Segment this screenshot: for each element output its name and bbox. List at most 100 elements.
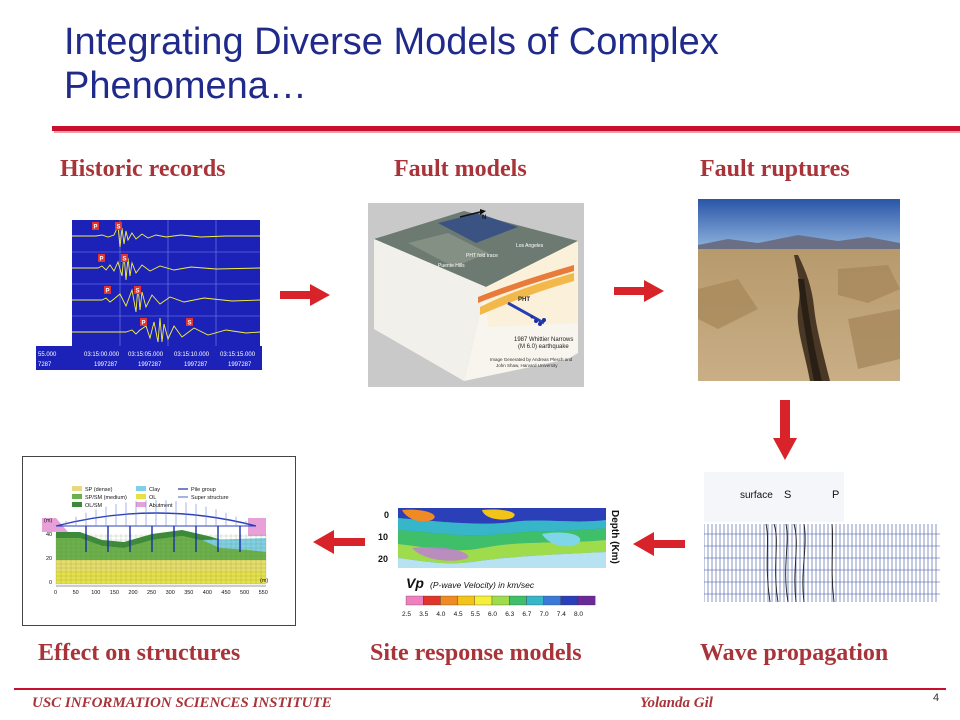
velocity-model-image: 0 10 20 Depth (Km) Vp (P-wave Velocity) …	[372, 504, 628, 626]
scale-label: 8.0	[574, 611, 583, 618]
station-label: FRD HHZ	[38, 297, 67, 304]
footer-divider	[14, 688, 946, 690]
x-tick: 150	[110, 590, 119, 596]
scale-swatch	[474, 595, 493, 606]
svg-text:S: S	[136, 289, 140, 295]
depth-tick: 10	[378, 532, 388, 542]
structure-effect-image: SP (dense) SP/SM (medium) OL/SM Clay OL …	[22, 456, 296, 626]
x-tick: 550	[259, 590, 268, 596]
scale-swatch	[526, 595, 544, 606]
x-tick: 500	[240, 590, 249, 596]
station-label: RDM HHZ	[38, 329, 68, 336]
station-label: LVAZ HHZ	[38, 265, 68, 272]
bridge-superstructure	[55, 500, 257, 552]
velocity-color-scale	[405, 595, 596, 606]
page-number: 4	[933, 692, 940, 704]
photo-mountains	[698, 235, 900, 251]
x-tick: 200	[128, 590, 137, 596]
svg-text:(m): (m)	[44, 518, 52, 524]
label-historic-records: Historic records	[60, 156, 226, 182]
slide-title: Integrating Diverse Models of Complex Ph…	[64, 20, 924, 108]
x-tick: 0	[54, 590, 57, 596]
svg-text:S: S	[188, 321, 192, 327]
scale-label: 6.3	[505, 611, 514, 618]
fault-label-magnitude: (M 6.0) earthquake	[518, 344, 569, 350]
scale-label: 2.5	[402, 611, 411, 618]
fault-plane-line	[507, 301, 545, 325]
scale-label: 7.4	[557, 611, 566, 618]
svg-text:OL: OL	[149, 495, 156, 501]
velocity-caption-text: (P-wave Velocity) in km/sec	[430, 580, 535, 590]
title-divider	[52, 126, 960, 131]
scale-swatch	[509, 595, 527, 606]
scale-swatch	[560, 595, 579, 606]
seismogram-trace	[72, 224, 260, 248]
arrow-down-icon	[773, 400, 797, 460]
label-fault-ruptures: Fault ruptures	[700, 156, 850, 182]
arrow-right-icon	[280, 284, 330, 306]
wave-labels: surface S P	[740, 489, 839, 501]
x-tick: 100	[91, 590, 100, 596]
svg-text:0: 0	[49, 580, 52, 586]
seismogram-station-labels: TRO EHZ LVAZ HHZ FRD HHZ RDM HHZ	[38, 233, 68, 336]
label-site-response: Site response models	[370, 640, 582, 666]
svg-text:1997287: 1997287	[228, 362, 252, 368]
scale-swatch	[543, 595, 561, 606]
label-wave-propagation: Wave propagation	[700, 640, 889, 666]
wave-trace-grid	[704, 533, 940, 595]
svg-text:1997287: 1997287	[184, 362, 208, 368]
label-fault-models: Fault models	[394, 156, 527, 182]
svg-text:1997287: 1997287	[138, 362, 162, 368]
svg-text:7287: 7287	[38, 362, 52, 368]
svg-text:1997287: 1997287	[94, 362, 118, 368]
svg-text:P: P	[142, 321, 146, 327]
depth-axis-label: Depth (Km)	[609, 510, 620, 564]
wave-propagation-image: surface S P	[704, 472, 944, 604]
svg-text:John Shaw, Harvard University: John Shaw, Harvard University	[496, 363, 558, 368]
svg-text:03:15:05.000: 03:15:05.000	[128, 352, 164, 358]
arrow-left-icon	[313, 530, 365, 554]
svg-text:P: P	[94, 225, 98, 231]
arrow-left-icon	[633, 532, 685, 556]
svg-text:P: P	[106, 289, 110, 295]
wave-label-surface: surface	[740, 490, 773, 501]
arrow-right-icon	[614, 280, 664, 302]
scale-label: 6.7	[522, 611, 531, 618]
svg-text:03:15:15.000: 03:15:15.000	[220, 352, 256, 358]
fault-block-labels: PHT fold trace Puente Hills Los Angeles	[438, 243, 544, 269]
title-divider-shadow	[54, 131, 960, 133]
slide-title-line2: Phenomena…	[64, 65, 307, 107]
scale-label: 6.0	[488, 611, 497, 618]
x-tick: 450	[221, 590, 230, 596]
depth-tick: 20	[378, 554, 388, 564]
scale-swatch	[423, 595, 441, 606]
svg-text:Image Generated by Andreas Ple: Image Generated by Andreas Plesch and	[490, 357, 573, 362]
svg-text:S: S	[123, 257, 127, 263]
fault-model-credit: Image Generated by Andreas Plesch and Jo…	[490, 357, 573, 368]
wave-label-s: S	[784, 489, 791, 501]
footer-author: Yolanda Gil	[640, 695, 713, 711]
wave-label-p: P	[832, 489, 839, 501]
scale-label: 7.0	[540, 611, 549, 618]
x-tick: 350	[184, 590, 193, 596]
seismogram-trace	[72, 285, 261, 313]
fault-label-earthquake: 1987 Whittier Narrows	[514, 337, 573, 343]
scale-label: 3.5	[419, 611, 428, 618]
seismogram-plot-area	[72, 220, 260, 346]
fault-layer-yellow	[480, 273, 574, 315]
scale-swatch	[577, 595, 596, 606]
svg-text:SP (dense): SP (dense)	[85, 487, 113, 493]
fault-label-pht: PHT	[518, 297, 530, 303]
svg-text:03:15:10.000: 03:15:10.000	[174, 352, 210, 358]
scale-swatch	[457, 595, 475, 606]
svg-text:Puente Hills: Puente Hills	[438, 263, 465, 269]
scale-label: 4.0	[436, 611, 445, 618]
structure-y-axis: (m) 40 20 0	[44, 518, 52, 586]
north-arrow-icon: N	[459, 209, 486, 221]
svg-text:Super structure: Super structure	[191, 495, 229, 501]
svg-text:S: S	[117, 225, 121, 231]
scale-swatch	[491, 595, 510, 606]
svg-text:03:15:00.000: 03:15:00.000	[84, 352, 120, 358]
svg-text:40: 40	[46, 532, 52, 538]
